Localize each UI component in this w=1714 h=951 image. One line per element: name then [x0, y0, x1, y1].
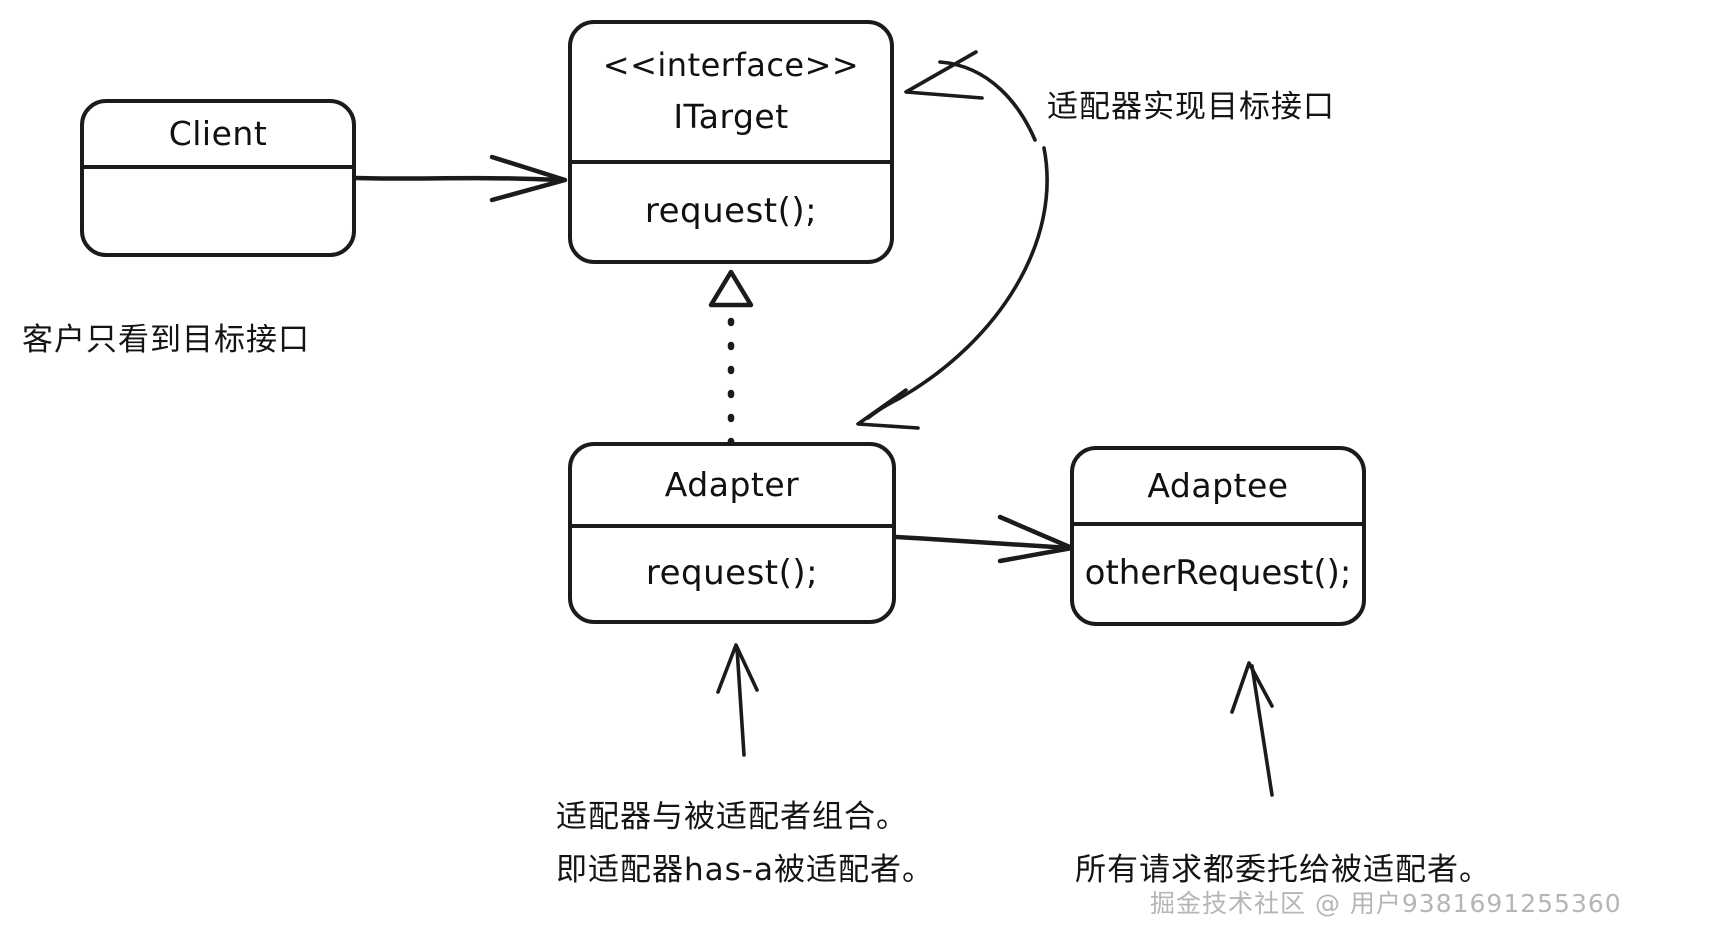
method-request: request();: [645, 553, 819, 594]
class-box-adapter[interactable]: Adapter request();: [568, 442, 896, 624]
compartment-divider: [1074, 522, 1362, 526]
note-delegate-all-requests: 所有请求都委托给被适配者。: [1075, 852, 1491, 888]
watermark-text: 掘金技术社区 @ 用户9381691255360: [1150, 889, 1622, 918]
class-header-itarget: <<interface>> ITarget: [572, 24, 890, 160]
callout-implements-to-adapter: [856, 146, 1049, 430]
note-adapter-composition-line1: 适配器与被适配者组合。: [556, 799, 908, 835]
compartment-divider: [572, 160, 890, 164]
note-adapter-implements-target: 适配器实现目标接口: [1047, 89, 1335, 125]
relation-adapter-to-adaptee: [893, 514, 1075, 564]
class-header-adapter: Adapter: [572, 446, 892, 524]
callout-implements-to-itarget: [904, 50, 1037, 142]
class-name-adaptee: Adaptee: [1147, 465, 1289, 505]
class-members-client: [84, 169, 352, 253]
class-box-client[interactable]: Client: [80, 99, 356, 257]
class-name-adapter: Adapter: [664, 464, 800, 504]
class-header-adaptee: Adaptee: [1074, 450, 1362, 522]
compartment-divider: [84, 165, 352, 169]
note-adapter-composition-line2: 即适配器has-a被适配者。: [556, 852, 934, 888]
class-box-adaptee[interactable]: Adaptee otherRequest();: [1070, 446, 1366, 626]
class-members-adapter: request();: [572, 528, 892, 620]
class-name-client: Client: [168, 113, 268, 153]
class-box-itarget[interactable]: <<interface>> ITarget request();: [568, 20, 894, 264]
class-name-itarget: ITarget: [673, 97, 789, 137]
callout-delegation-to-adaptee: [1230, 661, 1274, 797]
relation-client-to-itarget: [353, 154, 568, 203]
class-header-client: Client: [84, 103, 352, 165]
callout-composition-to-adapter: [716, 643, 759, 757]
class-members-itarget: request();: [572, 164, 890, 260]
method-request: request();: [644, 191, 818, 232]
compartment-divider: [572, 524, 892, 528]
class-members-adaptee: otherRequest();: [1074, 526, 1362, 622]
method-other-request: otherRequest();: [1084, 553, 1352, 594]
note-client-sees-target: 客户只看到目标接口: [22, 322, 310, 358]
relation-adapter-realizes-itarget: [708, 269, 754, 447]
class-stereotype-itarget: <<interface>>: [602, 46, 860, 85]
